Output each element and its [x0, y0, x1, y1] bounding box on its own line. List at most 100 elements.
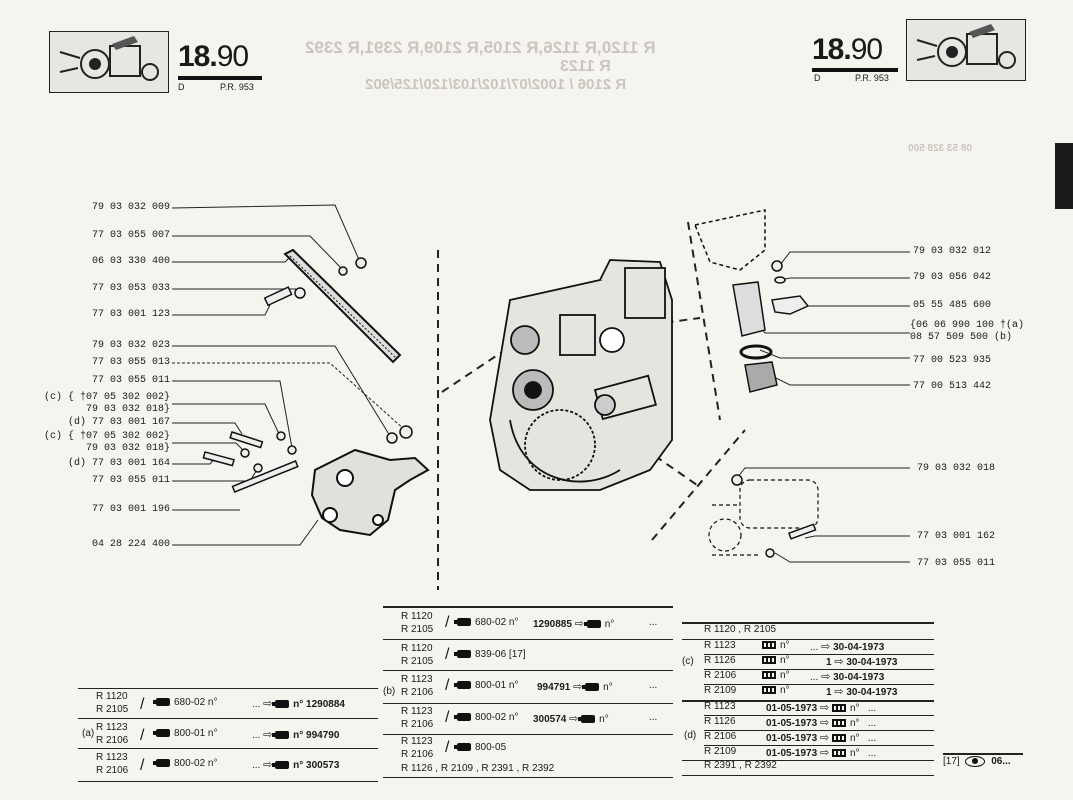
table-b-footer: R 1126 , R 2109 , R 2391 , R 2392: [401, 763, 555, 774]
gearbox-icon: [831, 749, 846, 758]
engine-icon: [454, 713, 471, 722]
table-c-row: R 1123: [704, 640, 736, 651]
part-number-label: 77 03 055 011: [91, 375, 170, 386]
part-number-label: 77 03 055 011: [91, 475, 170, 486]
engine-icon: [578, 715, 596, 724]
header-thumbnail-left: [49, 31, 169, 93]
engine-icon: [153, 759, 170, 768]
part-number-label: 06 03 330 400: [91, 256, 170, 267]
part-number-label: 79 03 032 009: [91, 202, 170, 213]
table-d-row: R 2109: [704, 746, 737, 757]
part-number-label: 79 03 032 023: [91, 340, 170, 351]
table-c-header: R 1120 , R 2105: [704, 624, 777, 635]
part-number-label: 79 03 032 018}: [85, 443, 170, 454]
engine-icon: [454, 618, 471, 627]
table-c-row-detail: n°: [762, 655, 790, 666]
pr-ref-left: P.R. 953: [220, 82, 254, 92]
eye-icon: [965, 756, 986, 767]
part-number-label: 77 00 523 935: [913, 355, 992, 366]
engine-icon: [454, 650, 471, 659]
part-number-label: (d) 77 03 001 164: [67, 458, 170, 469]
part-number-label: 77 03 001 196: [91, 504, 170, 515]
table-c-marker: (c): [682, 656, 694, 667]
engine-icon: [582, 683, 600, 692]
table-c-row-detail: 1 ⇨ 30-04-1973: [826, 686, 898, 698]
table-d-row-detail: 01-05-1973 ⇨ n° ...: [766, 717, 877, 729]
table-d-footer: R 2391 , R 2392: [704, 760, 777, 771]
part-number-label: (d) 77 03 001 167: [67, 417, 170, 428]
engine-icon: [583, 620, 601, 629]
part-number-label: 77 00 513 442: [913, 381, 992, 392]
table-c-row-detail: n°: [762, 640, 790, 651]
page-number-right: 18.90: [812, 33, 883, 66]
gearbox-icon: [762, 641, 776, 650]
engine-icon: [454, 681, 471, 690]
table-c-row: R 2109: [704, 685, 737, 696]
part-number-label: 79 03 032 018: [917, 463, 996, 474]
part-number-label: 77 03 055 011: [917, 558, 996, 569]
part-number-label: 08 57 509 500 (b): [910, 332, 1013, 343]
lang-code-left: D: [178, 82, 185, 92]
table-c-row-detail: 1 ⇨ 30-04-1973: [826, 656, 898, 668]
part-number-label: 77 03 055 007: [91, 230, 170, 241]
gearbox-icon: [831, 719, 846, 728]
table-d-row-detail: 01-05-1973 ⇨ n° ...: [766, 747, 877, 759]
part-number-label: 77 03 055 013: [91, 357, 170, 368]
part-number-label: 77 03 001 162: [917, 531, 996, 542]
gearbox-icon: [762, 686, 776, 695]
part-number-label: 77 03 053 033: [91, 283, 170, 294]
gearbox-icon: [831, 704, 846, 713]
engine-icon: [153, 698, 170, 707]
section-edge-tab: [1055, 143, 1073, 209]
part-number-label: (c) { †07 05 302 002}: [43, 431, 170, 442]
table-d-row: R 2106: [704, 731, 737, 742]
table-d-row: R 1123: [704, 701, 736, 712]
table-b-marker: (b): [383, 686, 396, 697]
note-ref-number: [17]: [943, 756, 960, 768]
gearbox-icon: [831, 734, 846, 743]
table-c-row-detail: ... ⇨ 30-04-1973: [810, 671, 885, 683]
part-number-label: 77 03 001 123: [91, 309, 170, 320]
gearbox-icon: [762, 656, 776, 665]
table-d-marker: (d): [684, 730, 697, 741]
table-c-row-detail: n°: [762, 685, 790, 696]
part-number-label: 79 03 032 018}: [85, 404, 170, 415]
part-number-label: 79 03 032 012: [913, 246, 992, 257]
table-c-row: R 2106: [704, 670, 737, 681]
engine-icon: [454, 743, 471, 752]
page-number-underline-right: [812, 68, 898, 72]
pr-ref-right: P.R. 953: [855, 73, 889, 83]
engine-icon: [153, 729, 170, 738]
part-number-label: (c) { †07 05 302 002}: [43, 392, 170, 403]
part-number-label: 05 55 485 600: [913, 300, 992, 311]
page-number-underline-left: [178, 76, 262, 80]
table-a-marker: (a): [82, 728, 95, 739]
note-ref-page: 06...: [991, 756, 1011, 768]
note-reference: [17] 06...: [943, 753, 1023, 768]
table-c-row-detail: ... ⇨ 30-04-1973: [810, 641, 885, 653]
part-number-label: 79 03 056 042: [913, 272, 992, 283]
table-c-row: R 1126: [704, 655, 736, 666]
table-d-row-detail: 01-05-1973 ⇨ n° ...: [766, 732, 877, 744]
engine-icon: [272, 731, 290, 740]
engine-icon: [272, 700, 290, 709]
table-c-row-detail: n°: [762, 670, 790, 681]
part-number-label: 04 28 224 400: [91, 539, 170, 550]
page-number-left: 18.90: [178, 40, 249, 73]
part-number-label: {06 06 990 100 †(a): [910, 320, 1025, 331]
header-thumbnail-right: [906, 19, 1026, 81]
table-d-row: R 1126: [704, 716, 736, 727]
engine-icon: [272, 761, 290, 770]
gearbox-icon: [762, 671, 776, 680]
lang-code-right: D: [814, 73, 821, 83]
table-d-row-detail: 01-05-1973 ⇨ n° ...: [766, 702, 877, 714]
